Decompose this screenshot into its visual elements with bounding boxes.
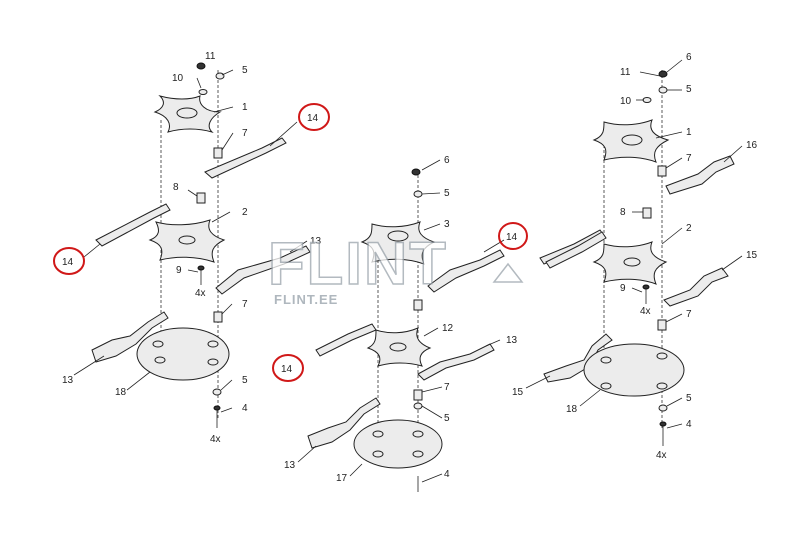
callout-3: 3 [444,219,450,230]
callout-5-lower: 5 [686,393,692,404]
callout-7: 7 [444,382,450,393]
highlight-circle [53,247,85,275]
callout-9-qty: 4x [640,306,651,317]
callout-4: 4 [444,469,450,480]
callout-11: 11 [205,51,216,62]
callout-13: 13 [310,236,322,247]
callout-2: 2 [686,223,692,234]
highlight-circle [498,222,528,250]
callout-13-lower: 13 [62,375,74,386]
callout-12: 12 [442,323,454,334]
callout-14-highlighted: 14 [506,232,518,243]
callout-6: 6 [686,52,692,63]
callout-4-qty: 4x [656,450,667,461]
middle-assembly: 6 5 3 12 13 7 5 13 17 4 14 14 [272,155,605,492]
callout-7-lower: 7 [242,299,248,310]
callout-13: 13 [506,335,518,346]
callout-14-highlighted: 14 [281,364,293,375]
callout-1: 1 [242,102,248,113]
callout-2: 2 [242,207,248,218]
highlight-circle [298,103,330,131]
callout-15: 15 [746,250,758,261]
callout-14-highlighted: 14 [307,113,319,124]
callout-9: 9 [620,283,626,294]
right-assembly: 6 11 10 5 1 16 7 8 2 15 9 4x 7 15 18 5 4… [512,52,758,461]
callout-7: 7 [686,153,692,164]
callout-11: 11 [620,67,631,78]
watermark-brand: FLINT [268,230,448,297]
watermark-triangle-icon [492,262,524,283]
highlight-circle [272,354,304,382]
callout-1: 1 [686,127,692,138]
callout-5: 5 [242,65,248,76]
callout-4: 4 [242,403,248,414]
callout-4-qty: 4x [210,434,221,445]
watermark-site: FLINT.EE [274,292,338,307]
callout-6: 6 [444,155,450,166]
callout-15-lower: 15 [512,387,524,398]
callout-5: 5 [444,188,450,199]
callout-4: 4 [686,419,692,430]
watermark: FLINT FLINT.EE [267,229,524,307]
callout-9-qty: 4x [195,288,206,299]
callout-13-lower: 13 [284,460,296,471]
callout-14-highlighted: 14 [62,257,74,268]
callout-5-lower: 5 [242,375,248,386]
callout-9: 9 [176,265,182,276]
callout-16: 16 [746,140,758,151]
callout-7-lower: 7 [686,309,692,320]
callout-8: 8 [173,182,179,193]
callout-7: 7 [242,128,248,139]
callout-10: 10 [620,96,632,107]
callout-5-lower: 5 [444,413,450,424]
callout-8: 8 [620,207,626,218]
callout-5: 5 [686,84,692,95]
left-assembly: 11 10 5 1 7 8 2 13 9 4x 7 13 18 5 4 4x 1… [53,51,330,445]
callout-17: 17 [336,473,348,484]
callout-18: 18 [115,387,127,398]
callout-18: 18 [566,404,578,415]
callout-10: 10 [172,73,184,84]
